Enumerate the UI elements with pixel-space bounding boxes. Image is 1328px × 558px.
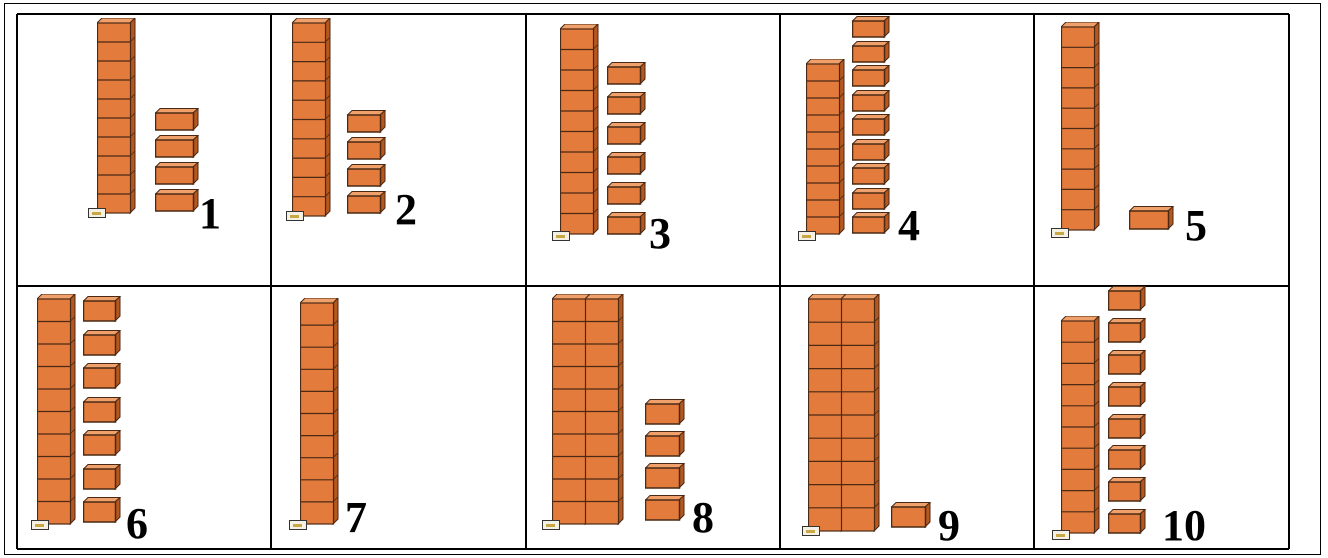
unit-cube [852, 163, 891, 186]
unit-cube [1108, 286, 1147, 312]
image-placeholder-icon [1052, 530, 1070, 540]
unit-cube [852, 188, 891, 211]
unit-cube [83, 296, 122, 323]
grid-line [525, 14, 527, 549]
cell-number: 6 [126, 502, 148, 546]
cell-number: 2 [395, 188, 417, 232]
unit-cube [155, 108, 200, 132]
unit-cube [1108, 445, 1147, 471]
unit-cube [83, 497, 122, 524]
ten-rod [841, 294, 881, 533]
grid-line [17, 548, 1289, 550]
unit-cube [155, 162, 200, 186]
unit-cube [155, 135, 200, 159]
unit-cube [607, 182, 647, 206]
grid-line [270, 14, 272, 549]
unit-cube [83, 363, 122, 390]
unit-cube [1108, 509, 1147, 535]
unit-cube [645, 463, 686, 490]
unit-cube [852, 139, 891, 162]
ten-rod [97, 18, 137, 215]
cell-number: 4 [898, 204, 920, 248]
cell-number: 10 [1162, 504, 1206, 548]
unit-cube [83, 397, 122, 424]
unit-cube [607, 122, 647, 146]
grid-line [1288, 14, 1290, 549]
cell-number: 9 [938, 504, 960, 548]
image-placeholder-icon [802, 526, 820, 536]
cell-number: 8 [692, 496, 714, 540]
image-placeholder-icon [798, 231, 816, 241]
unit-cube [83, 430, 122, 457]
unit-cube [83, 330, 122, 357]
cell-number: 1 [199, 192, 221, 236]
image-placeholder-icon [88, 208, 106, 218]
unit-cube [645, 399, 686, 426]
unit-cube [891, 502, 932, 529]
grid-line [17, 285, 1289, 287]
cell-number: 3 [649, 212, 671, 256]
unit-cube [645, 431, 686, 458]
ten-rod [300, 298, 340, 526]
unit-cube [1129, 206, 1175, 231]
ten-rod [1061, 316, 1101, 535]
ten-rod [806, 59, 846, 236]
ten-rod [585, 294, 625, 526]
grid-line [17, 13, 1289, 15]
cell-number: 7 [345, 496, 367, 540]
unit-cube [1108, 477, 1147, 503]
unit-cube [607, 62, 647, 86]
unit-cube [852, 65, 891, 88]
unit-cube [1108, 318, 1147, 344]
unit-cube [347, 164, 387, 188]
unit-cube [347, 137, 387, 161]
grid-line [779, 14, 781, 549]
ten-rod [37, 294, 77, 526]
image-placeholder-icon [31, 520, 49, 530]
unit-cube [645, 495, 686, 522]
ten-rod [560, 24, 600, 236]
image-placeholder-icon [1051, 228, 1069, 238]
grid-line [16, 14, 18, 549]
unit-cube [347, 191, 387, 215]
unit-cube [852, 212, 891, 235]
unit-cube [1108, 414, 1147, 440]
grid-line [1033, 14, 1035, 549]
unit-cube [1108, 350, 1147, 376]
unit-cube [1108, 382, 1147, 408]
ten-rod [1061, 22, 1101, 232]
unit-cube [852, 16, 891, 39]
image-placeholder-icon [542, 520, 560, 530]
unit-cube [347, 110, 387, 134]
unit-cube [852, 114, 891, 137]
unit-cube [852, 90, 891, 113]
unit-cube [852, 41, 891, 64]
unit-cube [155, 189, 200, 213]
cell-number: 5 [1185, 204, 1207, 248]
unit-cube [607, 152, 647, 176]
unit-cube [607, 212, 647, 236]
image-placeholder-icon [286, 211, 304, 221]
ten-rod [292, 18, 332, 218]
unit-cube [83, 464, 122, 491]
image-placeholder-icon [289, 520, 307, 530]
image-placeholder-icon [552, 231, 570, 241]
unit-cube [607, 92, 647, 116]
